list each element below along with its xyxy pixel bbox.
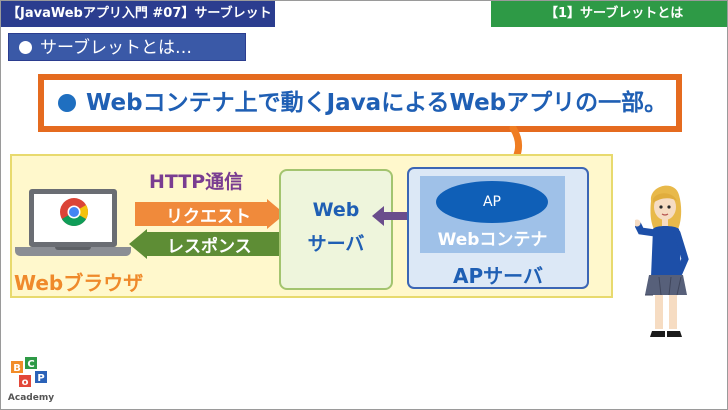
logo-letter-p: P (37, 373, 44, 384)
ap-ellipse: AP (436, 181, 548, 223)
http-label: HTTP通信 (149, 171, 244, 193)
header-title: 【JavaWebアプリ入門 #07】サーブレット (1, 1, 275, 27)
section-title-text: サーブレットとは… (40, 38, 192, 58)
ap-server-label: APサーバ (453, 264, 543, 288)
bullet-icon (58, 94, 76, 112)
logo-caption: Academy (7, 393, 55, 403)
presenter-character-icon (635, 185, 689, 337)
web-server-box (279, 169, 393, 290)
laptop-base (15, 247, 131, 256)
web-server-label-line1: Web (312, 199, 360, 221)
request-arrow (135, 199, 285, 229)
academy-logo-icon: B C o P (11, 357, 47, 388)
logo-letter-b: B (13, 363, 21, 374)
chrome-icon (60, 198, 88, 226)
logo-letter-c: C (27, 359, 34, 370)
web-server-label-line2: サーバ (307, 233, 365, 255)
definition-banner: Webコンテナ上で動くJavaによるWebアプリの一部。 (38, 74, 682, 132)
request-label: リクエスト (166, 207, 251, 227)
web-container-label: Webコンテナ (437, 230, 548, 250)
double-arrow-icon (372, 206, 430, 226)
logo-letter-o: o (22, 377, 29, 388)
response-label: レスポンス (167, 237, 252, 257)
section-title: サーブレットとは… (8, 33, 246, 61)
bullet-icon (19, 41, 32, 54)
header-section-title: 【1】サーブレットとは (491, 1, 727, 27)
definition-text: Webコンテナ上で動くJavaによるWebアプリの一部。 (86, 90, 668, 116)
response-arrow (129, 229, 279, 259)
laptop-base-notch (55, 247, 91, 250)
browser-label: Webブラウザ (14, 271, 144, 295)
